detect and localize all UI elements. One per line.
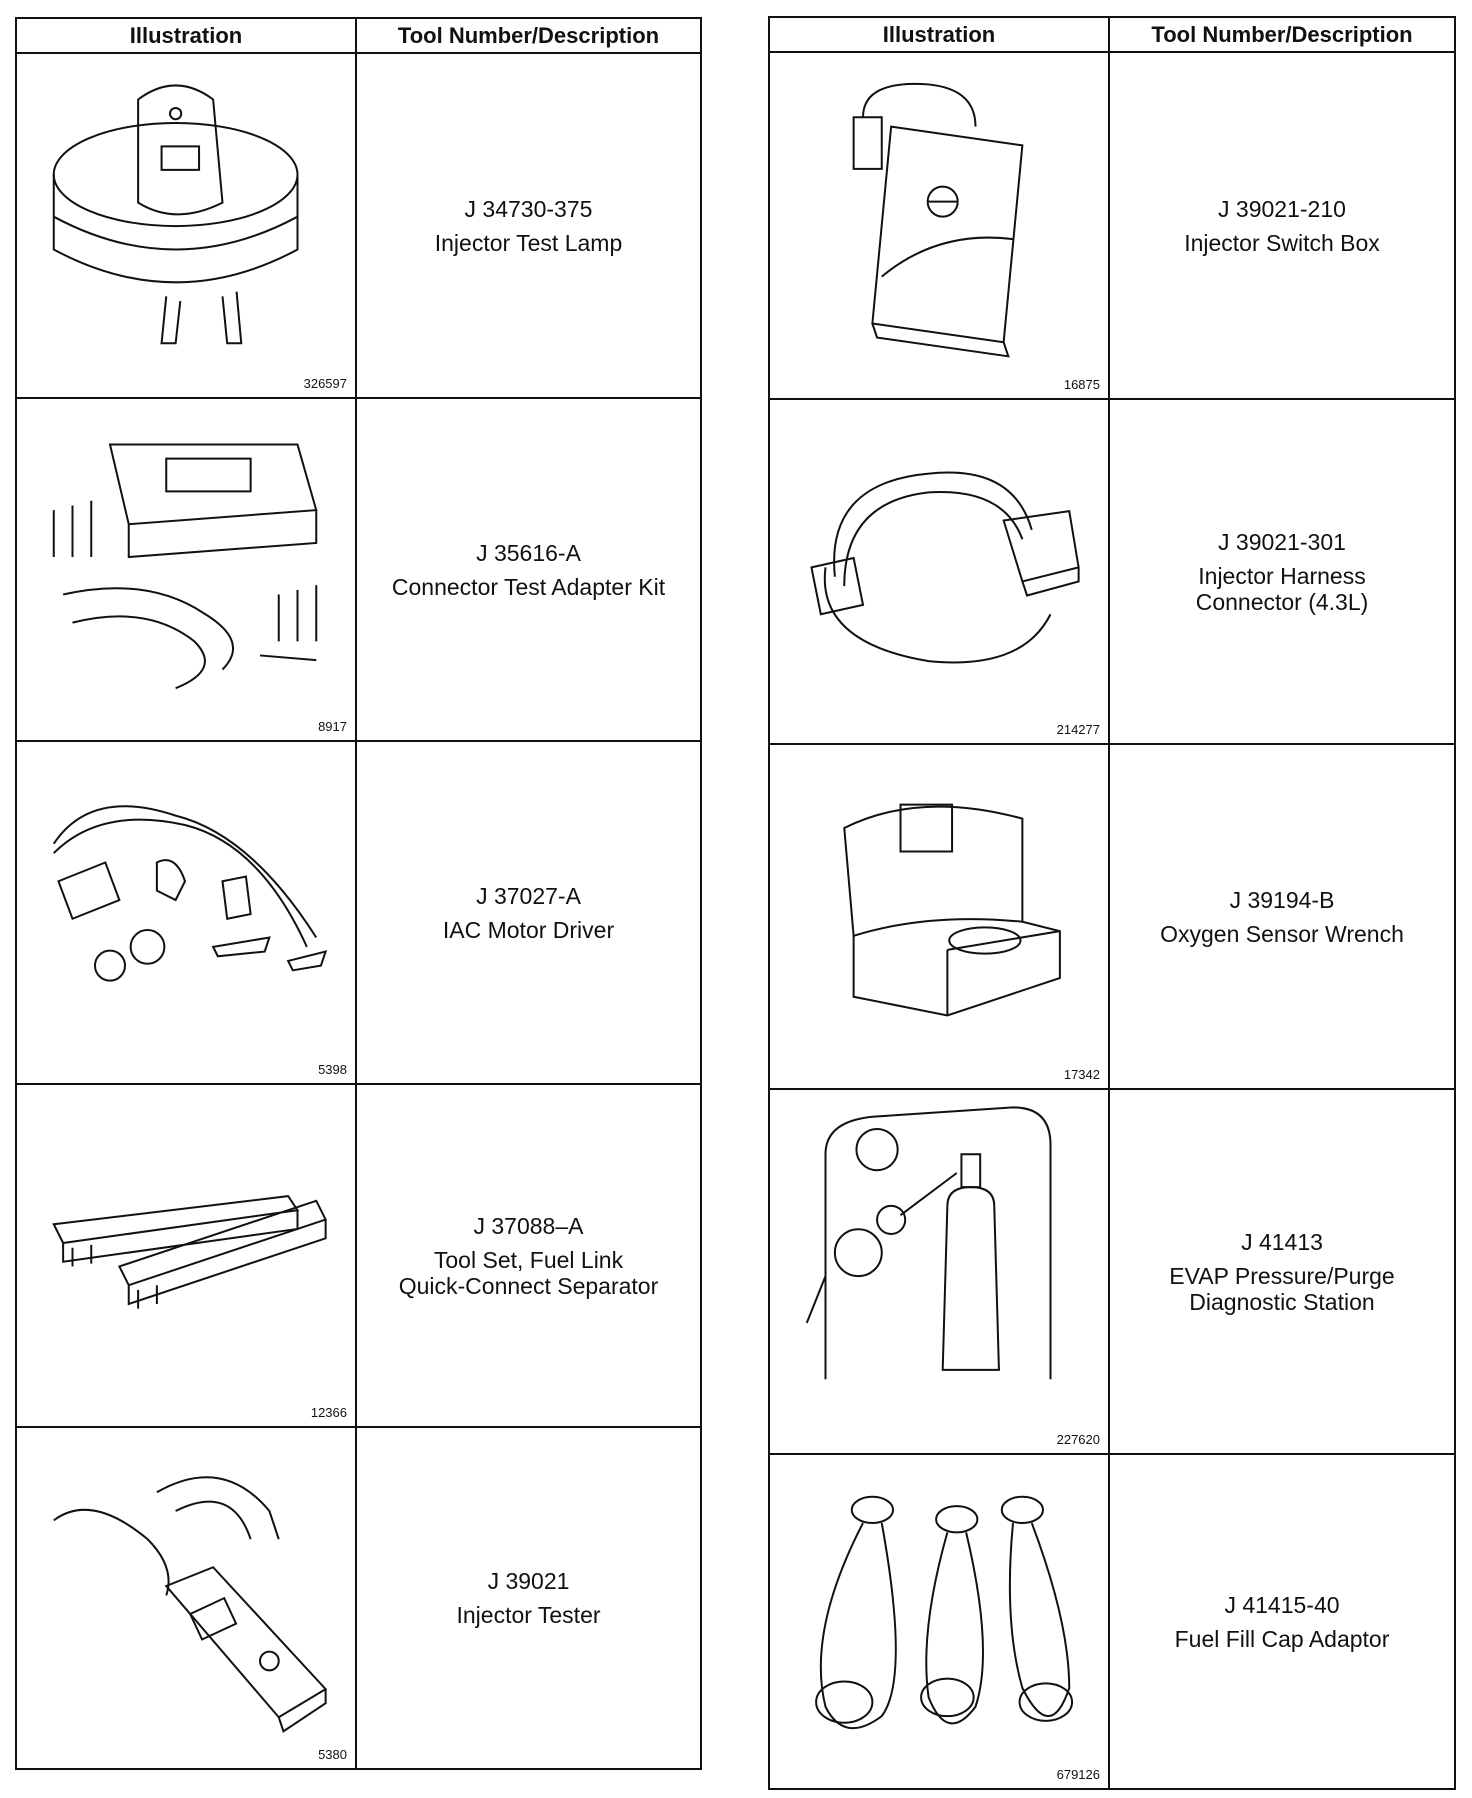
illustration-cell: 326597 [17, 54, 357, 397]
tool-number: J 39194-B [1229, 886, 1335, 913]
table-row: 16875 J 39021-210 Injector Switch Box [770, 53, 1454, 400]
adapter-kit-icon [25, 407, 345, 707]
tool-name: Injector Tester [456, 1602, 601, 1628]
figure-number: 5380 [318, 1747, 347, 1762]
tool-description: J 37027-A IAC Motor Driver [357, 742, 700, 1083]
tool-name-line-1: Tool Set, Fuel Link [433, 1246, 624, 1273]
tool-name-line-2: Quick-Connect Separator [398, 1272, 659, 1299]
left-tool-table: Illustration Tool Number/Description 326… [15, 17, 702, 1770]
tool-name: Fuel Fill Cap Adaptor [1174, 1625, 1390, 1652]
illustration-cell: 679126 [770, 1455, 1110, 1788]
table-row: 12366 J 37088–A Tool Set, Fuel Link Quic… [17, 1085, 700, 1428]
table-row: 679126 J 41415-40 Fuel Fill Cap Adaptor [770, 1455, 1454, 1788]
figure-number: 16875 [1063, 377, 1100, 392]
illustration-cell: 214277 [770, 400, 1110, 743]
tool-number: J 39021 [487, 1568, 570, 1594]
table-row: 17342 J 39194-B Oxygen Sensor Wrench [770, 745, 1454, 1090]
figure-number: 227620 [1056, 1432, 1100, 1447]
table-row: 227620 J 41413 EVAP Pressure/Purge Diagn… [770, 1090, 1454, 1455]
illustration-cell: 5398 [17, 742, 357, 1083]
tool-number: J 35616-A [476, 539, 581, 566]
tool-description: J 37088–A Tool Set, Fuel Link Quick-Conn… [357, 1085, 700, 1426]
table-row: 5380 J 39021 Injector Tester [17, 1428, 700, 1768]
harness-connector-icon [778, 408, 1098, 708]
tool-name-line-2: Connector (4.3L) [1195, 588, 1369, 615]
illustration-cell: 17342 [770, 745, 1110, 1088]
tool-name-line-2: Diagnostic Station [1189, 1288, 1375, 1315]
sensor-wrench-icon [778, 753, 1098, 1053]
tool-description-header: Tool Number/Description [1151, 21, 1413, 47]
table-row: 5398 J 37027-A IAC Motor Driver [17, 742, 700, 1085]
illustration-cell: 16875 [770, 53, 1110, 398]
table-row: 214277 J 39021-301 Injector Harness Conn… [770, 400, 1454, 745]
test-lamp-icon [25, 62, 345, 362]
tool-name: IAC Motor Driver [442, 916, 615, 943]
figure-number: 679126 [1056, 1767, 1100, 1782]
tool-description: J 34730-375 Injector Test Lamp [357, 54, 700, 397]
table-header: Illustration Tool Number/Description [770, 18, 1454, 53]
tool-number: J 41413 [1241, 1228, 1323, 1255]
tool-number: J 39021-210 [1218, 195, 1346, 222]
switch-box-icon [778, 61, 1098, 361]
figure-number: 8917 [318, 719, 347, 734]
illustration-cell: 5380 [17, 1428, 357, 1768]
injector-tester-icon [25, 1436, 345, 1736]
figure-number: 326597 [303, 376, 347, 391]
tool-name: Injector Switch Box [1184, 229, 1380, 256]
tool-description: J 35616-A Connector Test Adapter Kit [357, 399, 700, 740]
tool-name: Injector Test Lamp [434, 229, 623, 256]
illustration-header: Illustration [770, 18, 1110, 51]
figure-number: 5398 [318, 1062, 347, 1077]
illustration-header: Illustration [17, 19, 357, 52]
tool-name-line-1: Injector Harness [1198, 562, 1366, 589]
table-header: Illustration Tool Number/Description [17, 19, 700, 54]
illustration-cell: 227620 [770, 1090, 1110, 1453]
iac-driver-icon [25, 750, 345, 1050]
tool-description: J 39194-B Oxygen Sensor Wrench [1110, 745, 1454, 1088]
tool-description: J 39021-301 Injector Harness Connector (… [1110, 400, 1454, 743]
tool-description: J 39021-210 Injector Switch Box [1110, 53, 1454, 398]
tool-name: Oxygen Sensor Wrench [1160, 920, 1404, 947]
table-row: 8917 J 35616-A Connector Test Adapter Ki… [17, 399, 700, 742]
tool-description: J 41413 EVAP Pressure/Purge Diagnostic S… [1110, 1090, 1454, 1453]
tool-name: Connector Test Adapter Kit [391, 573, 666, 600]
tool-number: J 37088–A [473, 1212, 584, 1239]
tool-description: J 41415-40 Fuel Fill Cap Adaptor [1110, 1455, 1454, 1788]
table-row: 326597 J 34730-375 Injector Test Lamp [17, 54, 700, 399]
figure-number: 17342 [1063, 1067, 1100, 1082]
tool-number: J 34730-375 [464, 195, 593, 222]
tool-number: J 41415-40 [1224, 1591, 1340, 1618]
evap-station-icon [778, 1098, 1098, 1398]
illustration-cell: 12366 [17, 1085, 357, 1426]
figure-number: 12366 [310, 1405, 347, 1420]
tool-description-header: Tool Number/Description [397, 22, 660, 48]
separator-tools-icon [25, 1093, 345, 1393]
tool-description: J 39021 Injector Tester [357, 1428, 700, 1768]
tool-name-line-1: EVAP Pressure/Purge [1169, 1262, 1395, 1289]
fill-cap-adaptor-icon [778, 1463, 1098, 1763]
right-tool-table: Illustration Tool Number/Description 168… [768, 16, 1456, 1790]
figure-number: 214277 [1056, 722, 1100, 737]
illustration-cell: 8917 [17, 399, 357, 740]
tool-number: J 39021-301 [1218, 528, 1346, 555]
tool-number: J 37027-A [476, 882, 581, 909]
